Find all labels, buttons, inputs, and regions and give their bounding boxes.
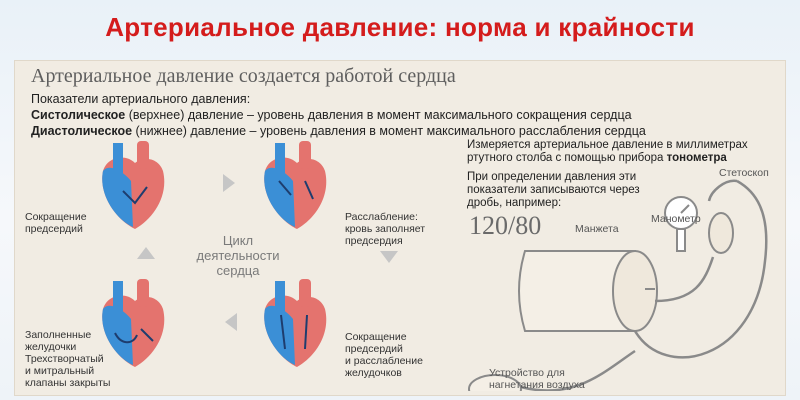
systolic-term: Систолическое [31,108,126,122]
cycle-arrow-right-icon [223,174,235,192]
manometer-label: Манометр [651,213,701,225]
cycle-arrow-left-icon [225,313,237,331]
panel-subtitle: Артериальное давление создается работой … [31,65,456,87]
stethoscope-label: Стетоскоп [719,167,769,179]
info-panel: Артериальное давление создается работой … [14,60,786,396]
diastolic-definition: Диастолическое (нижнее) давление – урове… [31,124,646,138]
stage-label-ventricular-relaxation: Сокращение предсердий и расслабление жел… [345,331,423,379]
heart-relaxation-illustration [264,141,327,229]
page-title: Артериальное давление: норма и крайности [105,12,695,42]
diastolic-term: Диастолическое [31,124,133,138]
systolic-text: (верхнее) давление – уровень давления в … [125,108,632,122]
systolic-definition: Систолическое (верхнее) давление – урове… [31,108,632,122]
stage-label-atrial-contraction: Сокращение предсердий [25,211,87,235]
diastolic-text: (нижнее) давление – уровень давления в м… [132,124,646,138]
heart-filled-ventricles-illustration [102,279,165,367]
record-description: При определении давления эти показатели … [467,171,640,209]
tonometer-term: тонометра [666,152,727,164]
cycle-center-label: Цикл деятельности сердца [196,233,280,278]
cuff-label: Манжета [575,223,619,235]
indicators-intro: Показатели артериального давления: [31,92,251,106]
pump-label: Устройство для нагнетания воздуха [489,367,585,391]
cycle-arrow-up-icon [137,247,155,259]
heart-ventricular-relaxation-illustration [264,279,327,367]
stage-label-relaxation: Расслабление: кровь заполняет предсердия [345,211,426,247]
tonometer-illustration [468,179,768,391]
measurement-text: Измеряется артериальное давление в милли… [467,139,748,164]
measurement-description: Измеряется артериальное давление в милли… [467,139,767,165]
example-pressure-value: 120/80 [469,211,542,240]
stage-label-filled-ventricles: Заполненные желудочки Трехстворчатый и м… [25,329,111,389]
heart-atrial-contraction-illustration [102,141,165,229]
cycle-arrow-down-icon [380,251,398,263]
